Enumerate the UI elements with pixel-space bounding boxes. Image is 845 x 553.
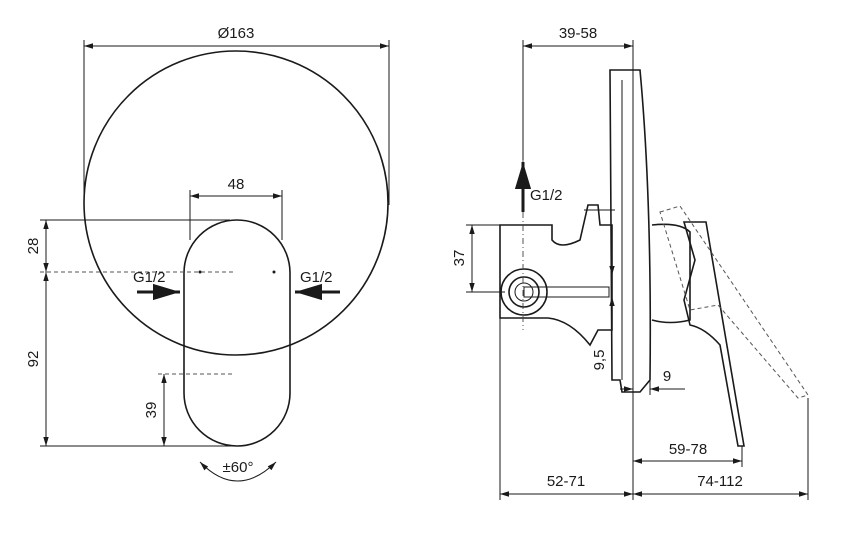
front-view: Ø163 48 28 92 39 G1/2 G1/2 ±60° <box>25 25 390 482</box>
rotation-arc <box>199 461 277 482</box>
total-projection-label: 74-112 <box>697 473 743 490</box>
inlet-left-label: G1/2 <box>133 269 166 286</box>
body-height-label: 37 <box>451 250 468 267</box>
body-depth-label: 52-71 <box>547 473 585 490</box>
cover-plate <box>83 50 389 356</box>
handle <box>183 219 291 447</box>
wall-depth-label: 39-58 <box>559 25 597 42</box>
plate-thickness-label: 9 <box>663 368 671 385</box>
valve-body <box>499 204 613 347</box>
inlet-right-label: G1/2 <box>300 269 333 286</box>
side-view: 39-58 G1/2 37 9,5 9 <box>451 25 809 500</box>
rotation-label: ±60° <box>223 459 254 476</box>
cover-plate-side <box>609 69 652 393</box>
upper-offset-label: 28 <box>25 238 42 255</box>
diameter-label: Ø163 <box>218 25 255 42</box>
lever-rotated <box>659 205 809 399</box>
lever <box>682 221 745 447</box>
handle-lower-label: 39 <box>143 402 160 419</box>
lower-offset-label: 92 <box>25 351 42 368</box>
lever-reach-label: 59-78 <box>669 441 707 458</box>
plate-gap-label: 9,5 <box>591 350 608 371</box>
handle-width-label: 48 <box>228 176 245 193</box>
outlet-label: G1/2 <box>530 187 563 204</box>
